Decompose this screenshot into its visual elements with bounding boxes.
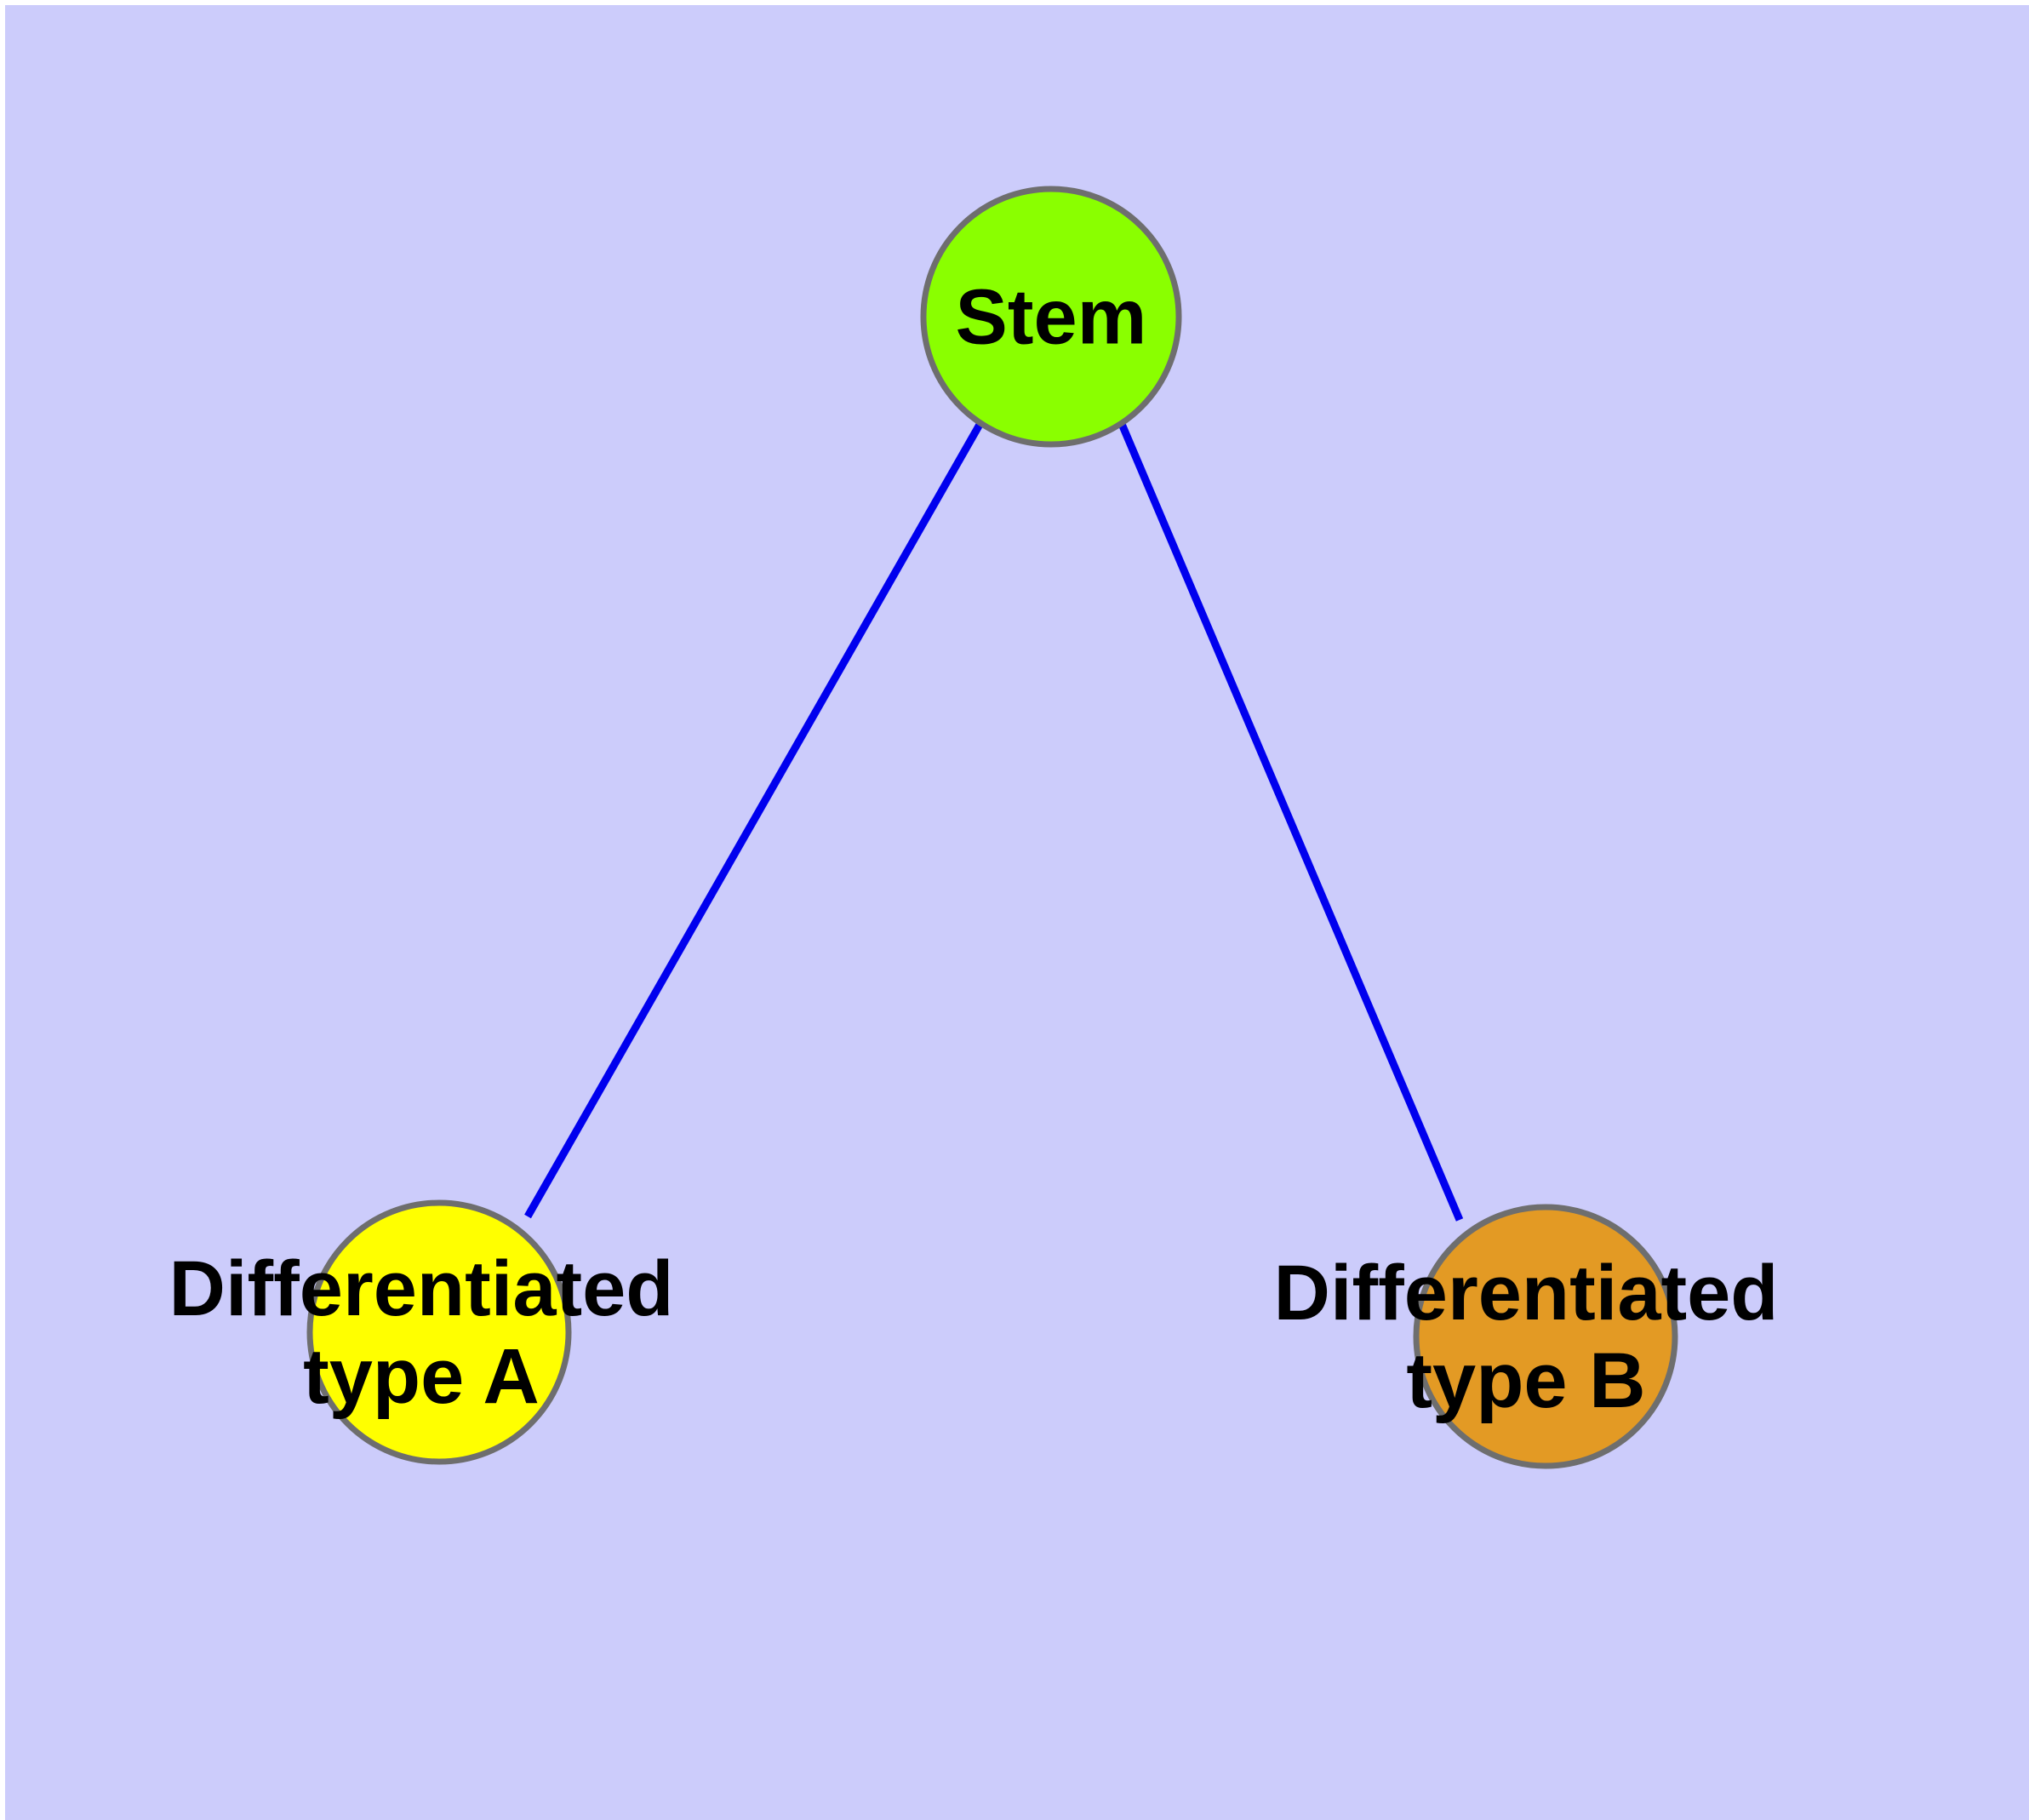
nodes-group bbox=[306, 186, 1678, 1469]
node-label-line: Differentiated bbox=[169, 1245, 674, 1332]
node-label-line: type B bbox=[1406, 1337, 1645, 1424]
node-label-stem: Stem bbox=[956, 273, 1147, 360]
node-circle-stem[interactable] bbox=[920, 186, 1182, 448]
edge-stem-to-differentiated-type-b[interactable] bbox=[1117, 422, 1464, 1222]
node-label-line: type A bbox=[303, 1333, 540, 1420]
edge-stem-to-differentiated-type-a[interactable] bbox=[524, 421, 984, 1219]
node-circle-differentiated-type-a[interactable] bbox=[306, 1199, 572, 1465]
node-circle-differentiated-type-b[interactable] bbox=[1413, 1204, 1678, 1469]
node-label-line: Differentiated bbox=[1274, 1250, 1779, 1336]
edges-group bbox=[524, 421, 1464, 1222]
node-label-line: Stem bbox=[956, 273, 1147, 360]
